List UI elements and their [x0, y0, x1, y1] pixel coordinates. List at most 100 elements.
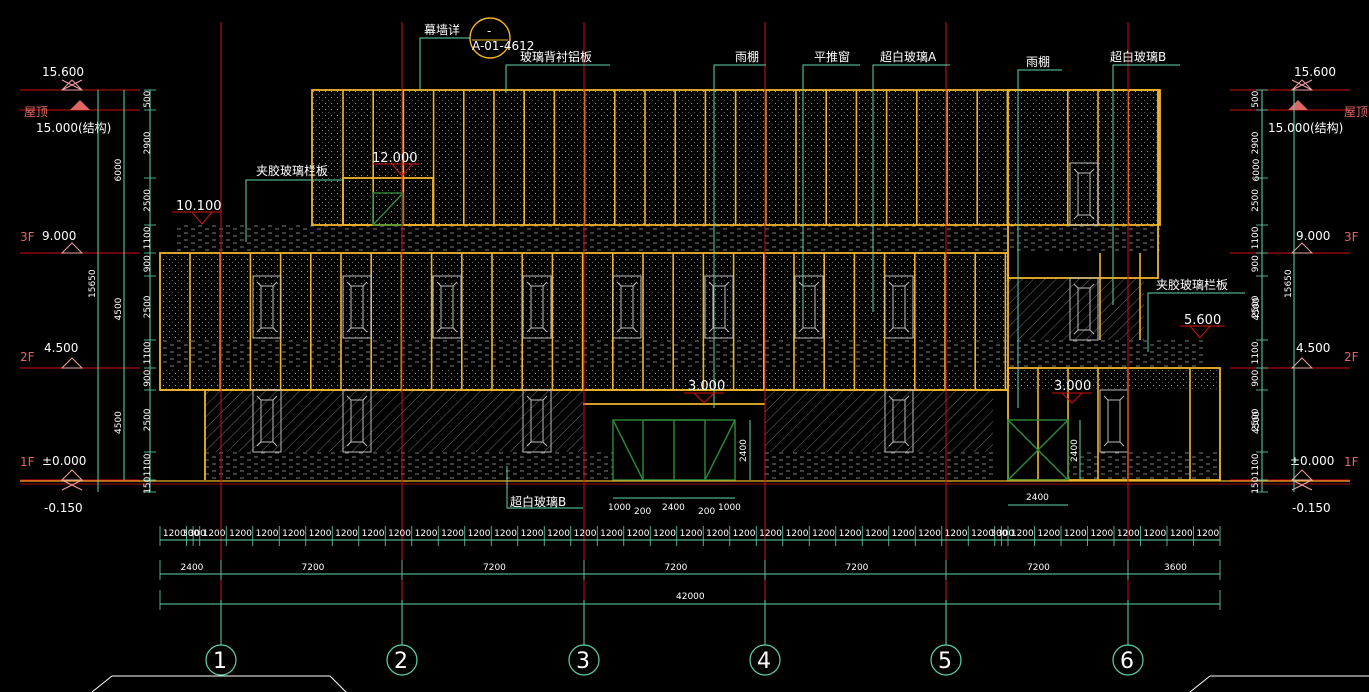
vdim-segment-right: 1100	[1251, 226, 1261, 249]
module-dim-label: 1200	[362, 529, 385, 539]
module-dim-label: 1200	[971, 529, 994, 539]
module-dim-label: 1200	[839, 529, 862, 539]
vdim-segment-right: 1100	[1251, 341, 1261, 364]
label-sliding-window: 平推窗	[814, 50, 850, 64]
door-dim-4: 200	[698, 507, 715, 517]
module-dim-label: 1200	[653, 529, 676, 539]
label-curtain-wall-detail: 幕墙详	[424, 22, 460, 37]
module-dim-label: 1200	[494, 529, 517, 539]
elev-10100: 10.100	[176, 199, 222, 214]
level-roof-label-right: 屋顶	[1344, 105, 1368, 119]
vertical-dimensions: 5002900250011009002500110090025001100150…	[88, 89, 1295, 494]
door-dim-2: 200	[634, 507, 651, 517]
bay-dim-label: 7200	[483, 563, 506, 573]
total-dim-label: 42000	[676, 592, 705, 602]
module-dim-label: 1200	[256, 529, 279, 539]
vdim-segment-left: 1100	[143, 226, 153, 249]
module-dim-label: 300	[997, 529, 1014, 539]
bay-dim-label: 7200	[302, 563, 325, 573]
window	[342, 389, 372, 453]
door-dim-3: 2400	[662, 503, 685, 513]
level-roof-struct-left: 15.000(结构)	[36, 120, 111, 135]
side-entrance-door	[372, 192, 1069, 481]
level-roof-top-right: 15.600	[1294, 65, 1336, 79]
label-ultra-white-b-top: 超白玻璃B	[1110, 49, 1166, 64]
door-dim-1: 1000	[608, 503, 631, 513]
module-dim-label: 1200	[229, 529, 252, 539]
module-dim-label: 300	[990, 529, 1007, 539]
window	[252, 275, 282, 339]
vdim-segment-left: 900	[143, 255, 153, 272]
window	[522, 275, 552, 339]
vdim-segment-left: 2500	[143, 408, 153, 431]
bay-dim-label: 7200	[1027, 563, 1050, 573]
module-dim-label: 1200	[759, 529, 782, 539]
vdim-segment-right: 500	[1251, 90, 1261, 107]
module-dim-label: 300	[182, 529, 199, 539]
level-3f-label-left: 3F	[20, 230, 35, 244]
vdim-segment-right: 900	[1251, 369, 1261, 386]
label-ultra-white-b-bottom: 超白玻璃B	[510, 494, 566, 509]
module-dim-label: 1200	[163, 529, 186, 539]
vdim-segment-right: 150	[1251, 476, 1261, 493]
level-1f-value-right: ±0.000	[1290, 454, 1334, 468]
door-dim-5: 1000	[718, 503, 741, 513]
module-dim-label: 300	[189, 529, 206, 539]
window	[884, 389, 914, 453]
levels-left: 15.600 屋顶 15.000(结构) 3F 9.000 2F 4.500 1…	[20, 65, 111, 515]
vdim-floor-left: 4500	[114, 411, 124, 434]
vdim-total-right: 15650	[1284, 269, 1294, 298]
module-dim-label: 1200	[388, 529, 411, 539]
module-dim-label: 1200	[521, 529, 544, 539]
module-dim-label: 1200	[786, 529, 809, 539]
callout-labels: 幕墙详 玻璃背衬铝板 雨棚 平推窗 超白玻璃A 雨棚 超白玻璃B 夹胶玻璃栏板 …	[256, 22, 1228, 509]
module-dim-label: 1200	[547, 529, 570, 539]
vdim-segment-left: 2500	[143, 189, 153, 212]
label-glass-backed-alu: 玻璃背衬铝板	[520, 49, 592, 64]
window	[522, 389, 552, 453]
vdim-segment-left: 2900	[143, 131, 153, 154]
module-dim-label: 1200	[1117, 529, 1140, 539]
axis-number-2: 2	[394, 649, 408, 674]
module-dim-label: 1200	[865, 529, 888, 539]
level-1f-label-right: 1F	[1344, 455, 1359, 469]
level-roof-label-left: 屋顶	[24, 105, 48, 119]
module-dim-label: 1200	[468, 529, 491, 539]
window	[342, 275, 372, 339]
elevation-labels: 12.000 10.100 5.600 3.000 3.000	[176, 151, 1221, 394]
elev-5600: 5.600	[1184, 313, 1221, 328]
module-dim-label: 1200	[680, 529, 703, 539]
axis-grid-lines	[220, 22, 1129, 640]
elevation-leaders	[172, 163, 1225, 404]
main-entrance-door	[612, 419, 736, 481]
module-dim-label: 1200	[1170, 529, 1193, 539]
vdim-segment-right: 2500	[1251, 295, 1261, 318]
vdim-segment-left: 150	[143, 476, 153, 493]
vdim-segment-right: 2500	[1251, 408, 1261, 431]
vdim-floor-right: 4500	[1252, 297, 1262, 320]
bay-dim-label: 2400	[181, 563, 204, 573]
door-dimensions	[613, 420, 1081, 506]
module-dim-label: 1200	[918, 529, 941, 539]
callout-leaders	[245, 37, 1245, 509]
module-dim-label: 1200	[627, 529, 650, 539]
level-ground-right: -0.150	[1292, 501, 1331, 515]
module-dim-label: 1200	[600, 529, 623, 539]
module-dim-label: 1200	[706, 529, 729, 539]
detail-bubble	[469, 17, 511, 59]
vdim-segment-left: 900	[143, 369, 153, 386]
module-dim-label: 1200	[892, 529, 915, 539]
window	[1069, 277, 1099, 341]
vdim-segment-right: 2500	[1251, 189, 1261, 212]
level-markers	[60, 79, 1314, 491]
level-2f-value-left: 4.500	[44, 341, 78, 355]
vdim-segment-right: 1100	[1251, 453, 1261, 476]
level-1f-label-left: 1F	[20, 455, 35, 469]
label-canopy-2: 雨棚	[1026, 54, 1050, 69]
level-3f-value-left: 9.000	[42, 229, 76, 243]
facade-fills	[160, 90, 1220, 480]
level-2f-value-right: 4.500	[1296, 341, 1330, 355]
